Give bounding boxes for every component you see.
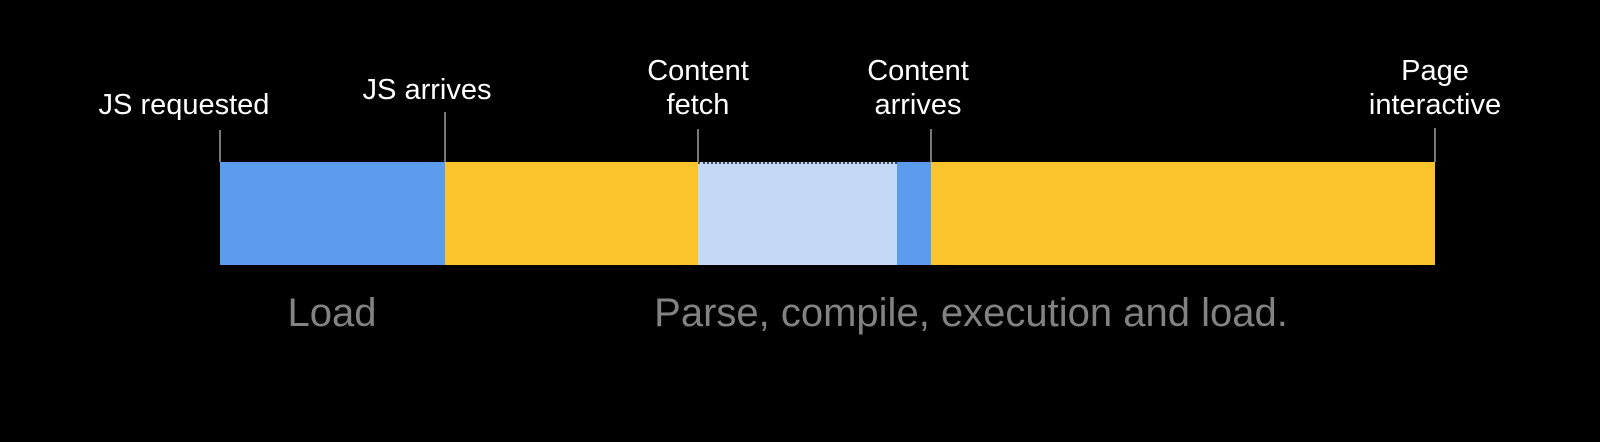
milestone-label-content-arrives: Content arrives: [867, 54, 969, 122]
milestone-label-content-fetch: Content fetch: [647, 54, 749, 122]
segment-js-download: [220, 162, 445, 265]
milestone-label-text: JS requested: [98, 89, 270, 121]
tick-js-arrives: [444, 112, 446, 162]
tick-content-fetch: [697, 129, 699, 162]
segment-content-arrival: [897, 162, 931, 265]
milestone-label-line2: fetch: [666, 89, 730, 121]
milestone-label-line2: arrives: [874, 89, 962, 121]
milestone-label-js-arrives: JS arrives: [363, 73, 492, 107]
segment-parse-compile-first: [445, 162, 698, 265]
milestone-label-text: JS arrives: [362, 74, 492, 106]
phase-caption-load: Load: [287, 291, 377, 335]
phase-caption-parse-compile: Parse, compile, execution and load.: [654, 291, 1288, 335]
milestone-label-line1: Page: [1401, 55, 1469, 87]
segment-parse-compile-second: [931, 162, 1435, 265]
milestone-label-js-requested: JS requested: [99, 88, 270, 122]
milestone-label-line1: Content: [867, 55, 969, 87]
milestone-label-line1: Content: [647, 55, 749, 87]
milestone-label-page-interactive: Page interactive: [1369, 54, 1501, 122]
milestone-label-line2: interactive: [1368, 89, 1502, 121]
tick-js-requested: [219, 130, 221, 162]
tick-page-interactive: [1434, 128, 1436, 162]
segment-content-fetch-wait: [698, 162, 897, 265]
tick-content-arrives: [930, 129, 932, 162]
